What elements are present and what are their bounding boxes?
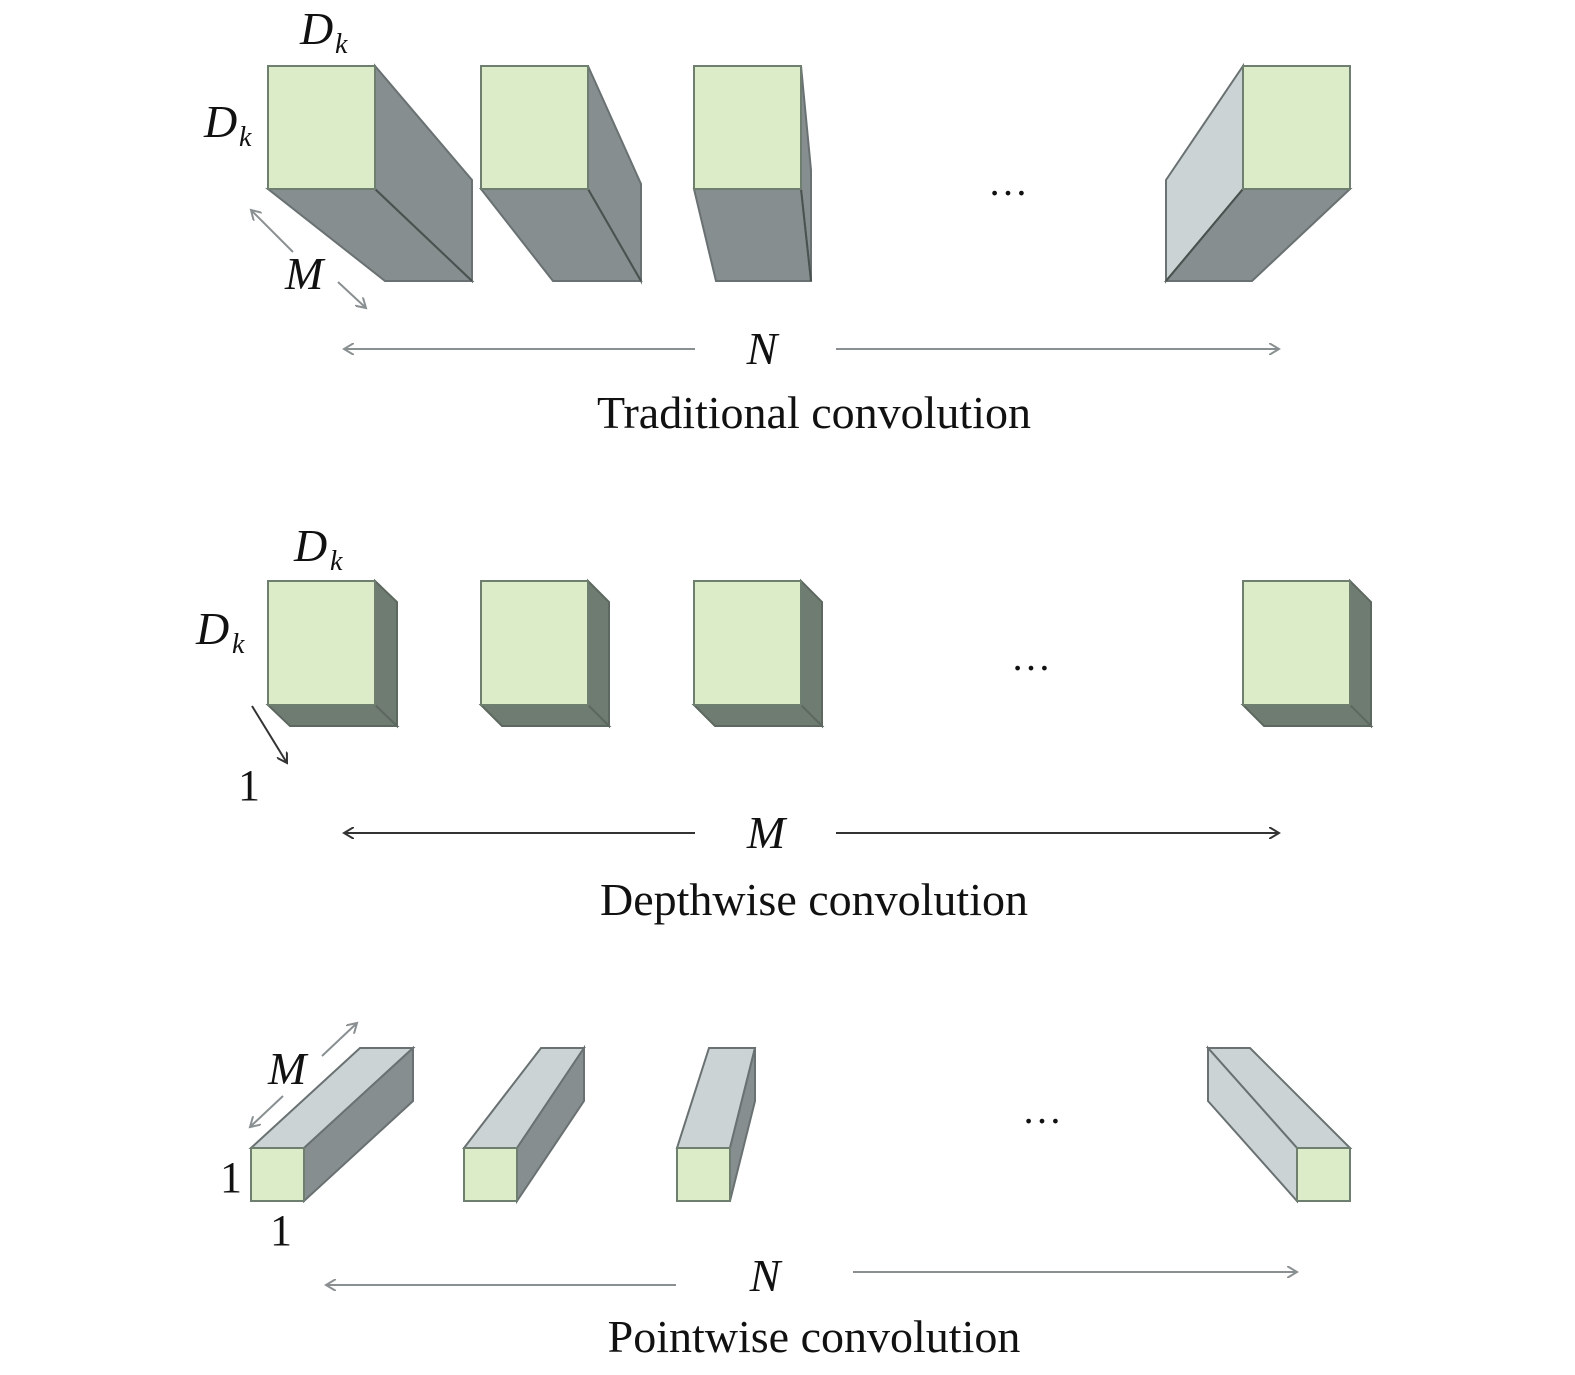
traditional-count-label: N <box>746 323 780 374</box>
traditional-filter-2 <box>478 65 643 285</box>
traditional-dk-left-base: D <box>203 96 237 147</box>
depthwise-panel: D k D k 1 … M Depthwise convolution <box>195 520 1374 925</box>
depthwise-depth-arrow <box>251 705 287 763</box>
pointwise-depth-arrow-up <box>321 1023 357 1057</box>
traditional-panel: D k D k M … N Traditional convolution <box>203 3 1353 438</box>
depthwise-dk-left-sub: k <box>232 629 245 660</box>
traditional-filter-1 <box>265 63 475 284</box>
pointwise-depth-label: M <box>267 1043 309 1094</box>
depthwise-filter-m <box>1240 578 1374 729</box>
traditional-caption: Traditional convolution <box>597 387 1031 438</box>
pointwise-filter-n <box>1205 1045 1353 1204</box>
traditional-depth-label: M <box>284 248 326 299</box>
pointwise-width-label: 1 <box>270 1206 292 1255</box>
depthwise-count-label: M <box>746 807 788 858</box>
depthwise-dk-top-sub: k <box>330 546 343 577</box>
depthwise-caption: Depthwise convolution <box>600 874 1028 925</box>
depthwise-filter-1 <box>265 578 400 729</box>
depthwise-filter-3 <box>691 578 825 729</box>
depthwise-depth-label: 1 <box>238 761 260 810</box>
traditional-dk-left-sub: k <box>239 122 252 153</box>
pointwise-caption: Pointwise convolution <box>608 1311 1021 1362</box>
depthwise-filter-2 <box>478 578 612 729</box>
depthwise-dk-left-base: D <box>195 603 229 654</box>
traditional-depth-arrow-up <box>251 210 294 253</box>
traditional-dk-top-sub: k <box>335 29 348 60</box>
traditional-filter-3 <box>692 65 813 282</box>
pointwise-panel: M 1 1 … N Pointwise convolution <box>220 1023 1353 1362</box>
traditional-ellipsis: … <box>988 159 1030 204</box>
pointwise-height-label: 1 <box>220 1153 242 1202</box>
pointwise-ellipsis: … <box>1022 1087 1064 1132</box>
depthwise-ellipsis: … <box>1011 634 1053 679</box>
pointwise-filter-2 <box>461 1044 586 1205</box>
pointwise-filter-1 <box>248 1045 416 1204</box>
traditional-filter-n <box>1163 62 1353 284</box>
pointwise-filter-3 <box>675 1047 757 1202</box>
depthwise-dk-top-base: D <box>293 520 327 571</box>
traditional-dk-top-base: D <box>299 3 333 54</box>
traditional-depth-arrow-down <box>337 281 366 308</box>
pointwise-depth-arrow-down <box>250 1095 284 1127</box>
pointwise-count-label: N <box>749 1250 783 1301</box>
